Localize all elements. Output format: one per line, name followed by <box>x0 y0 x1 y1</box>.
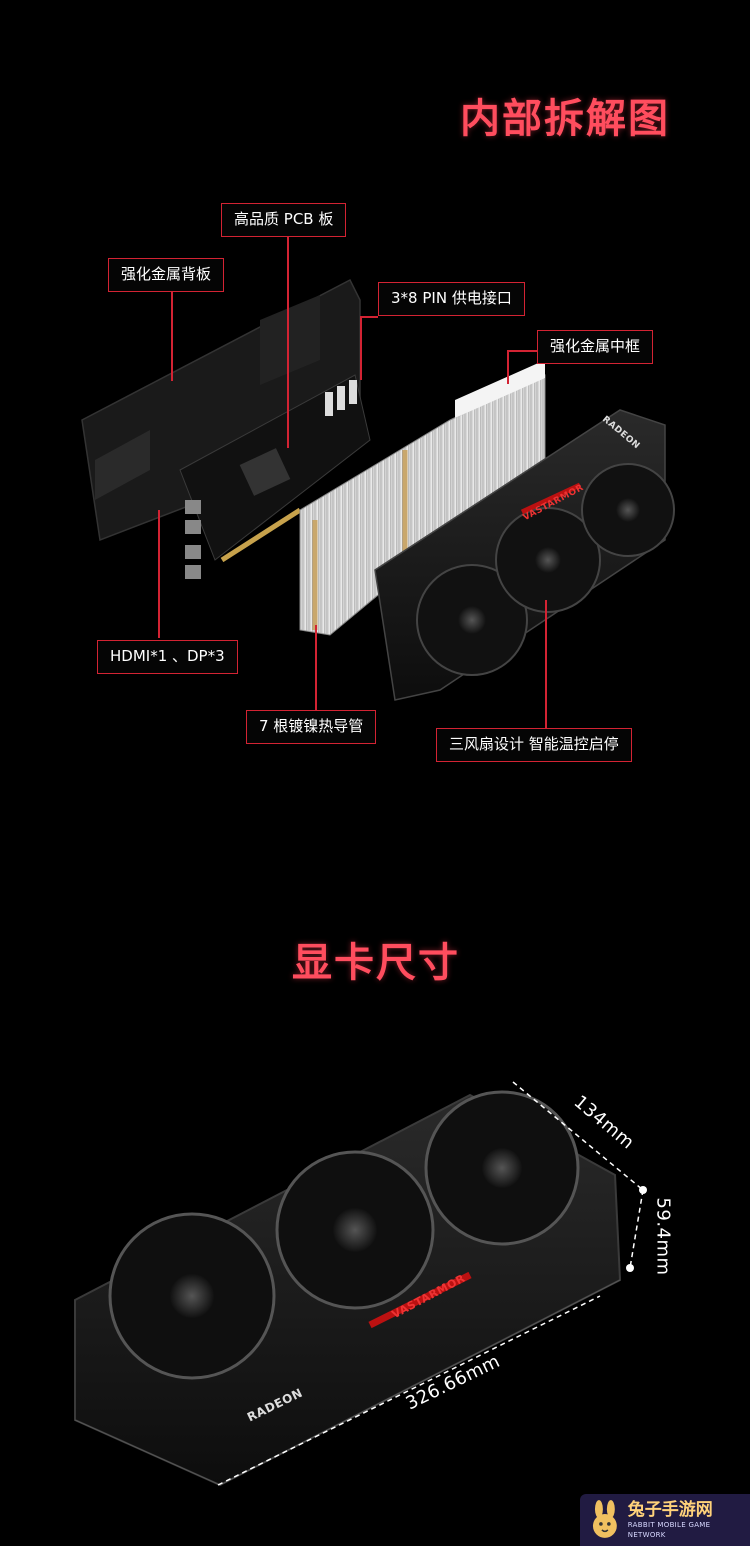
leader-fans <box>545 600 547 728</box>
callout-heatpipes: 7 根镀镍热导管 <box>246 710 377 744</box>
dimension-height: 59.4mm <box>652 1197 674 1276</box>
shroud-art <box>374 409 675 701</box>
size-title: 显卡尺寸 <box>292 940 460 986</box>
card-chip-mark: RADEON <box>244 1385 305 1425</box>
site-watermark: 兔子手游网 RABBIT MOBILE GAME NETWORK <box>580 1494 750 1546</box>
leader-midframe-h <box>507 350 539 352</box>
card-dimension-art <box>74 1081 647 1487</box>
leader-pcb <box>287 236 289 448</box>
watermark-main-text: 兔子手游网 <box>627 1500 713 1520</box>
leader-ports <box>158 510 160 638</box>
callout-fans: 三风扇设计 智能温控启停 <box>436 728 632 762</box>
card-brand-mark: VASTARMOR <box>389 1271 468 1322</box>
pcb-art <box>179 374 371 579</box>
leader-power-h <box>360 316 378 318</box>
dimension-length: 326.66mm <box>402 1350 504 1415</box>
leader-backplate <box>171 291 173 381</box>
callout-midframe: 强化金属中框 <box>537 330 654 364</box>
shroud-chip-mark: RADEON <box>600 414 642 452</box>
watermark-sub-text: RABBIT MOBILE GAME NETWORK <box>627 1521 711 1539</box>
shroud-brand-mark: VASTARMOR <box>521 482 586 524</box>
leader-heatpipes <box>315 625 317 710</box>
rabbit-logo-icon <box>592 1500 617 1538</box>
backplate-art <box>81 278 361 542</box>
callout-ports: HDMI*1 、DP*3 <box>97 640 238 674</box>
leader-midframe <box>507 350 509 384</box>
leader-power <box>360 316 362 380</box>
teardown-title: 内部拆解图 <box>460 96 670 142</box>
heatsink-art <box>299 360 546 636</box>
dimension-width: 134mm <box>569 1091 639 1154</box>
callout-pcb: 高品质 PCB 板 <box>221 203 347 237</box>
callout-power: 3*8 PIN 供电接口 <box>378 282 525 316</box>
callout-backplate: 强化金属背板 <box>108 258 225 292</box>
